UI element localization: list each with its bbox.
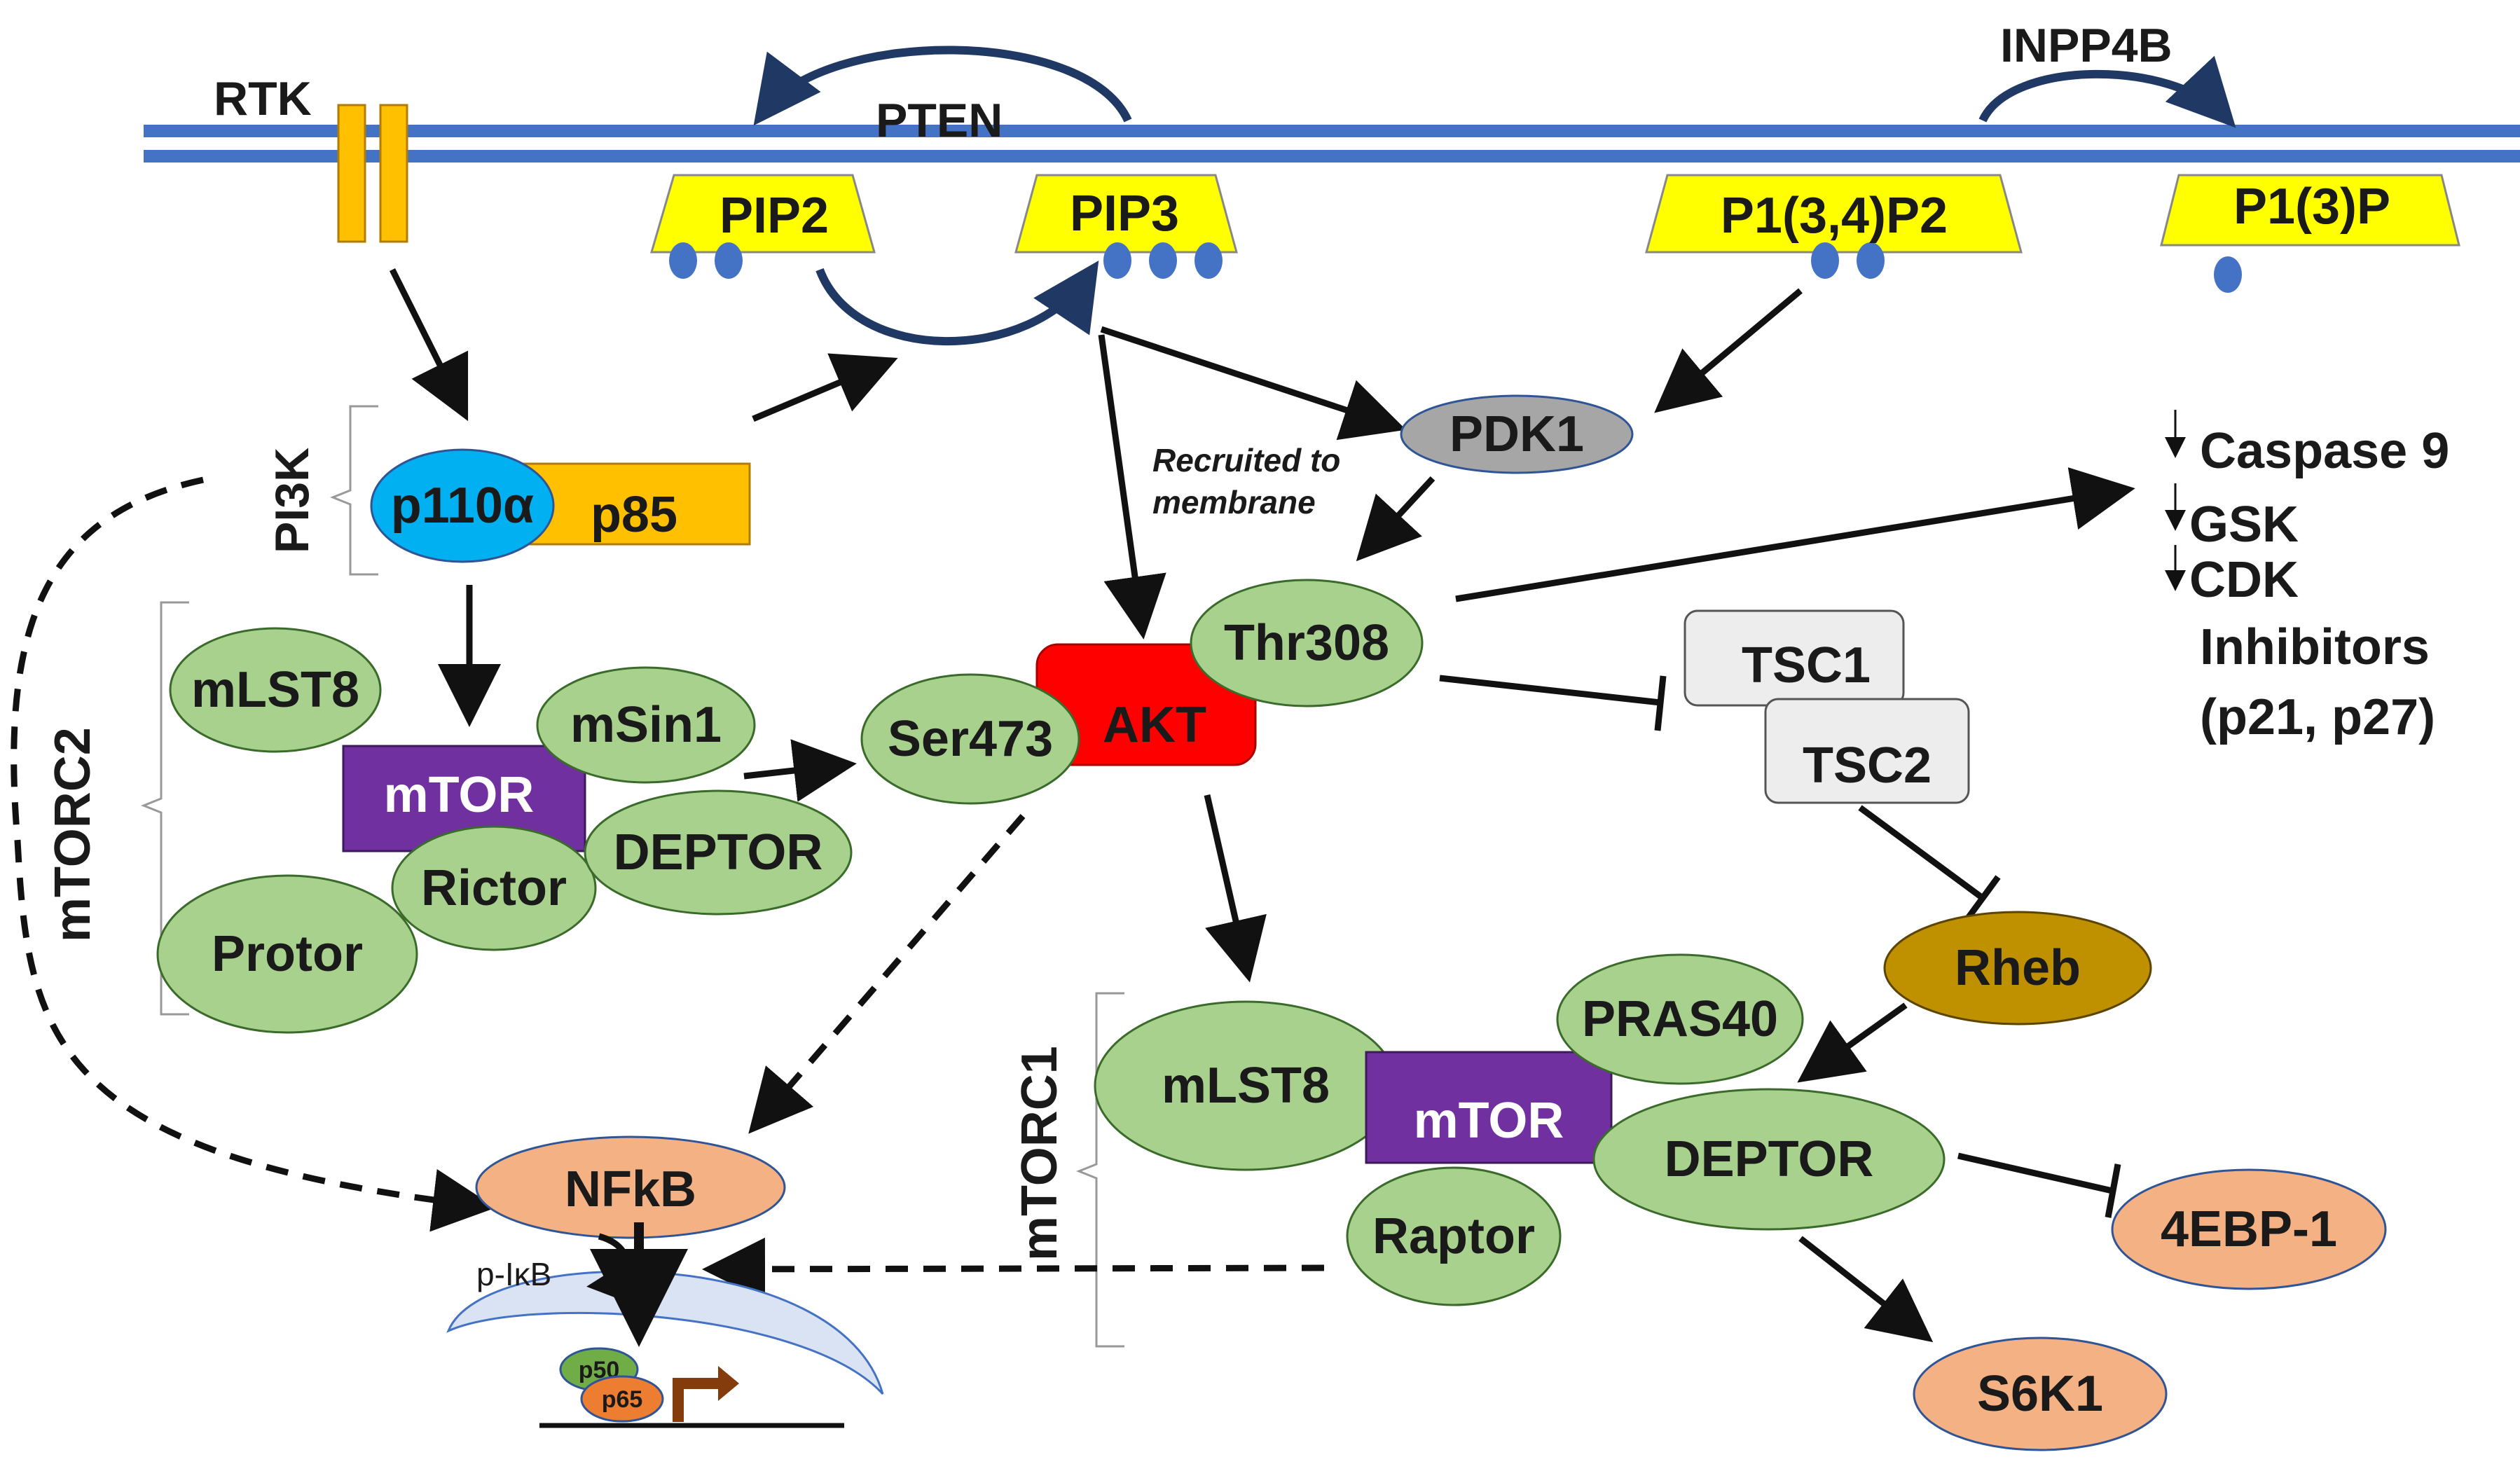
- mtorc2-to-ser473-arrow: [743, 739, 857, 802]
- ser473-site: [860, 673, 1080, 805]
- pip2-label: PIP2: [719, 188, 829, 244]
- transcription-start-arrowhead: [718, 1366, 739, 1401]
- mtorc1-bracket: [1075, 992, 1124, 1348]
- inpp4b-arrow: [1978, 55, 2236, 128]
- pip3-label: PIP3: [1070, 186, 1179, 242]
- akt-inhibits-tsc: [1439, 675, 1661, 706]
- caspase9-label: Caspase 9: [2200, 423, 2449, 479]
- nfkb-node: [475, 1135, 786, 1239]
- tsc2-label: TSC2: [1803, 738, 1932, 794]
- s6k1-label: S6K1: [1977, 1366, 2103, 1422]
- mtorc2-deptor-label: DEPTOR: [614, 824, 823, 881]
- tsc1-label: TSC1: [1742, 637, 1871, 693]
- mtorc1-label: mTORC1: [1012, 1046, 1068, 1261]
- pten-arrow: [753, 46, 1132, 126]
- tsc2-node: [1764, 698, 1970, 804]
- p110-label: p110α: [391, 478, 534, 534]
- p65-label: p65: [602, 1386, 643, 1413]
- transcription-start-arrow: [673, 1378, 722, 1422]
- mtorc1-pras40: [1556, 953, 1804, 1085]
- mtorc1-inhibits-4ebp1: [1957, 1152, 2113, 1194]
- pip3-lipid: [1014, 174, 1238, 279]
- mtorc2-rictor-label: Rictor: [421, 860, 567, 916]
- pip2-to-pip3-arrow: [815, 261, 1099, 346]
- p110-subunit: [370, 448, 555, 563]
- mtorc2-protor-label: Protor: [212, 926, 363, 982]
- pten-label: PTEN: [876, 94, 1003, 147]
- mtorc1-pras40-label: PRAS40: [1582, 991, 1778, 1047]
- thr308-site: [1190, 579, 1424, 707]
- mtorc2-deptor: [584, 789, 853, 916]
- pi34p2-to-pdk1-arrow: [1654, 288, 1803, 413]
- mtorc2-to-nfkb-dashed-arrow: [11, 476, 496, 1232]
- pdk1-to-thr308-arrow: [1356, 476, 1435, 562]
- mtorc1-to-nfkb-dashed-arrow: [702, 1237, 1325, 1301]
- mtorc2-mlst8: [169, 627, 382, 753]
- ikb-release-arrow: [586, 1233, 653, 1312]
- mtorc1-raptor-label: Raptor: [1372, 1208, 1535, 1264]
- thr308-label: Thr308: [1224, 615, 1389, 671]
- mtorc2-msin1-label: mSin1: [570, 697, 722, 753]
- recruited-note-line2: membrane: [1152, 484, 1316, 520]
- rheb-to-mtorc1-arrow: [1797, 1002, 1908, 1083]
- akt-to-mtorc1-arrow: [1204, 794, 1267, 983]
- mtorc1-deptor: [1592, 1088, 1946, 1231]
- p65-subunit: [580, 1375, 664, 1423]
- rheb-label: Rheb: [1955, 940, 2081, 996]
- cdk-inhibitors-label: Inhibitors: [2200, 619, 2430, 675]
- akt-to-targets-arrow: [1455, 467, 2135, 602]
- mtorc1-mlst8-label: mLST8: [1162, 1058, 1330, 1114]
- 4ebp1-node: [2111, 1168, 2387, 1290]
- mtorc1-inhibits-4ebp1-bar: [2105, 1163, 2121, 1218]
- nucleus-envelope: [446, 1270, 884, 1395]
- pip3-to-akt-arrow: [1098, 334, 1166, 640]
- mtorc2-mlst8-label: mLST8: [191, 662, 359, 718]
- mtorc1-raptor: [1346, 1166, 1562, 1306]
- pi3k-bracket: [329, 405, 378, 576]
- pip3-to-pdk1-arrow: [1100, 326, 1407, 441]
- mtorc1-to-s6k1-arrow: [1798, 1236, 1934, 1343]
- mtorc2-mtor-label: mTOR: [384, 767, 535, 823]
- rheb-node: [1883, 911, 2152, 1026]
- pikb-label: p-IκB: [476, 1256, 551, 1292]
- plasma-membrane: [144, 125, 2520, 163]
- mtorc2-msin1: [536, 666, 756, 784]
- pi3p-lipid: [2160, 174, 2460, 293]
- gsk-label: GSK: [2189, 497, 2299, 553]
- tsc2-inhibits-rheb-bar: [1964, 875, 2001, 921]
- mtorc1-deptor-label: DEPTOR: [1665, 1131, 1874, 1187]
- rtk-receptor: [337, 104, 408, 243]
- p85-label: p85: [591, 487, 677, 543]
- rtk-label: RTK: [214, 72, 312, 125]
- mtorc2-protor: [156, 874, 418, 1034]
- recruited-note-line1: Recruited to: [1152, 442, 1340, 478]
- ser473-label: Ser473: [888, 711, 1053, 767]
- p85-subunit: [521, 462, 751, 546]
- pi3k-label: PI3K: [266, 448, 319, 553]
- pi34p2-lipid: [1645, 174, 2023, 279]
- mtorc1-mtor-label: mTOR: [1414, 1093, 1564, 1149]
- pdk1-node: [1400, 394, 1634, 474]
- pi3k-to-pip3-arrow: [752, 353, 898, 422]
- akt-inhibits-tsc-bar: [1654, 675, 1667, 731]
- nfkb-label: NFkB: [565, 1161, 696, 1217]
- mtorc2-label: mTORC2: [45, 727, 101, 942]
- rtk-to-pi3k-arrow: [389, 268, 469, 422]
- 4ebp1-label: 4EBP-1: [2161, 1201, 2337, 1257]
- akt-label: AKT: [1103, 697, 1206, 753]
- mtorc1-mtor: [1365, 1051, 1613, 1164]
- cdk-inhibitors-examples: (p21, p27): [2200, 689, 2435, 745]
- pi34p2-label: P1(3,4)P2: [1721, 188, 1948, 244]
- cdk-label: CDK: [2189, 552, 2299, 608]
- inpp4b-label: INPP4B: [2000, 19, 2173, 72]
- pip2-lipid: [650, 174, 876, 279]
- s6k1-node: [1913, 1337, 2168, 1451]
- mtorc2-rictor: [391, 825, 597, 951]
- akt-to-nfkb-dashed-arrow: [748, 814, 1026, 1134]
- mtorc2-bracket: [140, 601, 189, 1016]
- pdk1-label: PDK1: [1450, 406, 1584, 462]
- tsc2-inhibits-rheb: [1858, 805, 1985, 901]
- pi3p-label: P1(3)P: [2233, 179, 2390, 235]
